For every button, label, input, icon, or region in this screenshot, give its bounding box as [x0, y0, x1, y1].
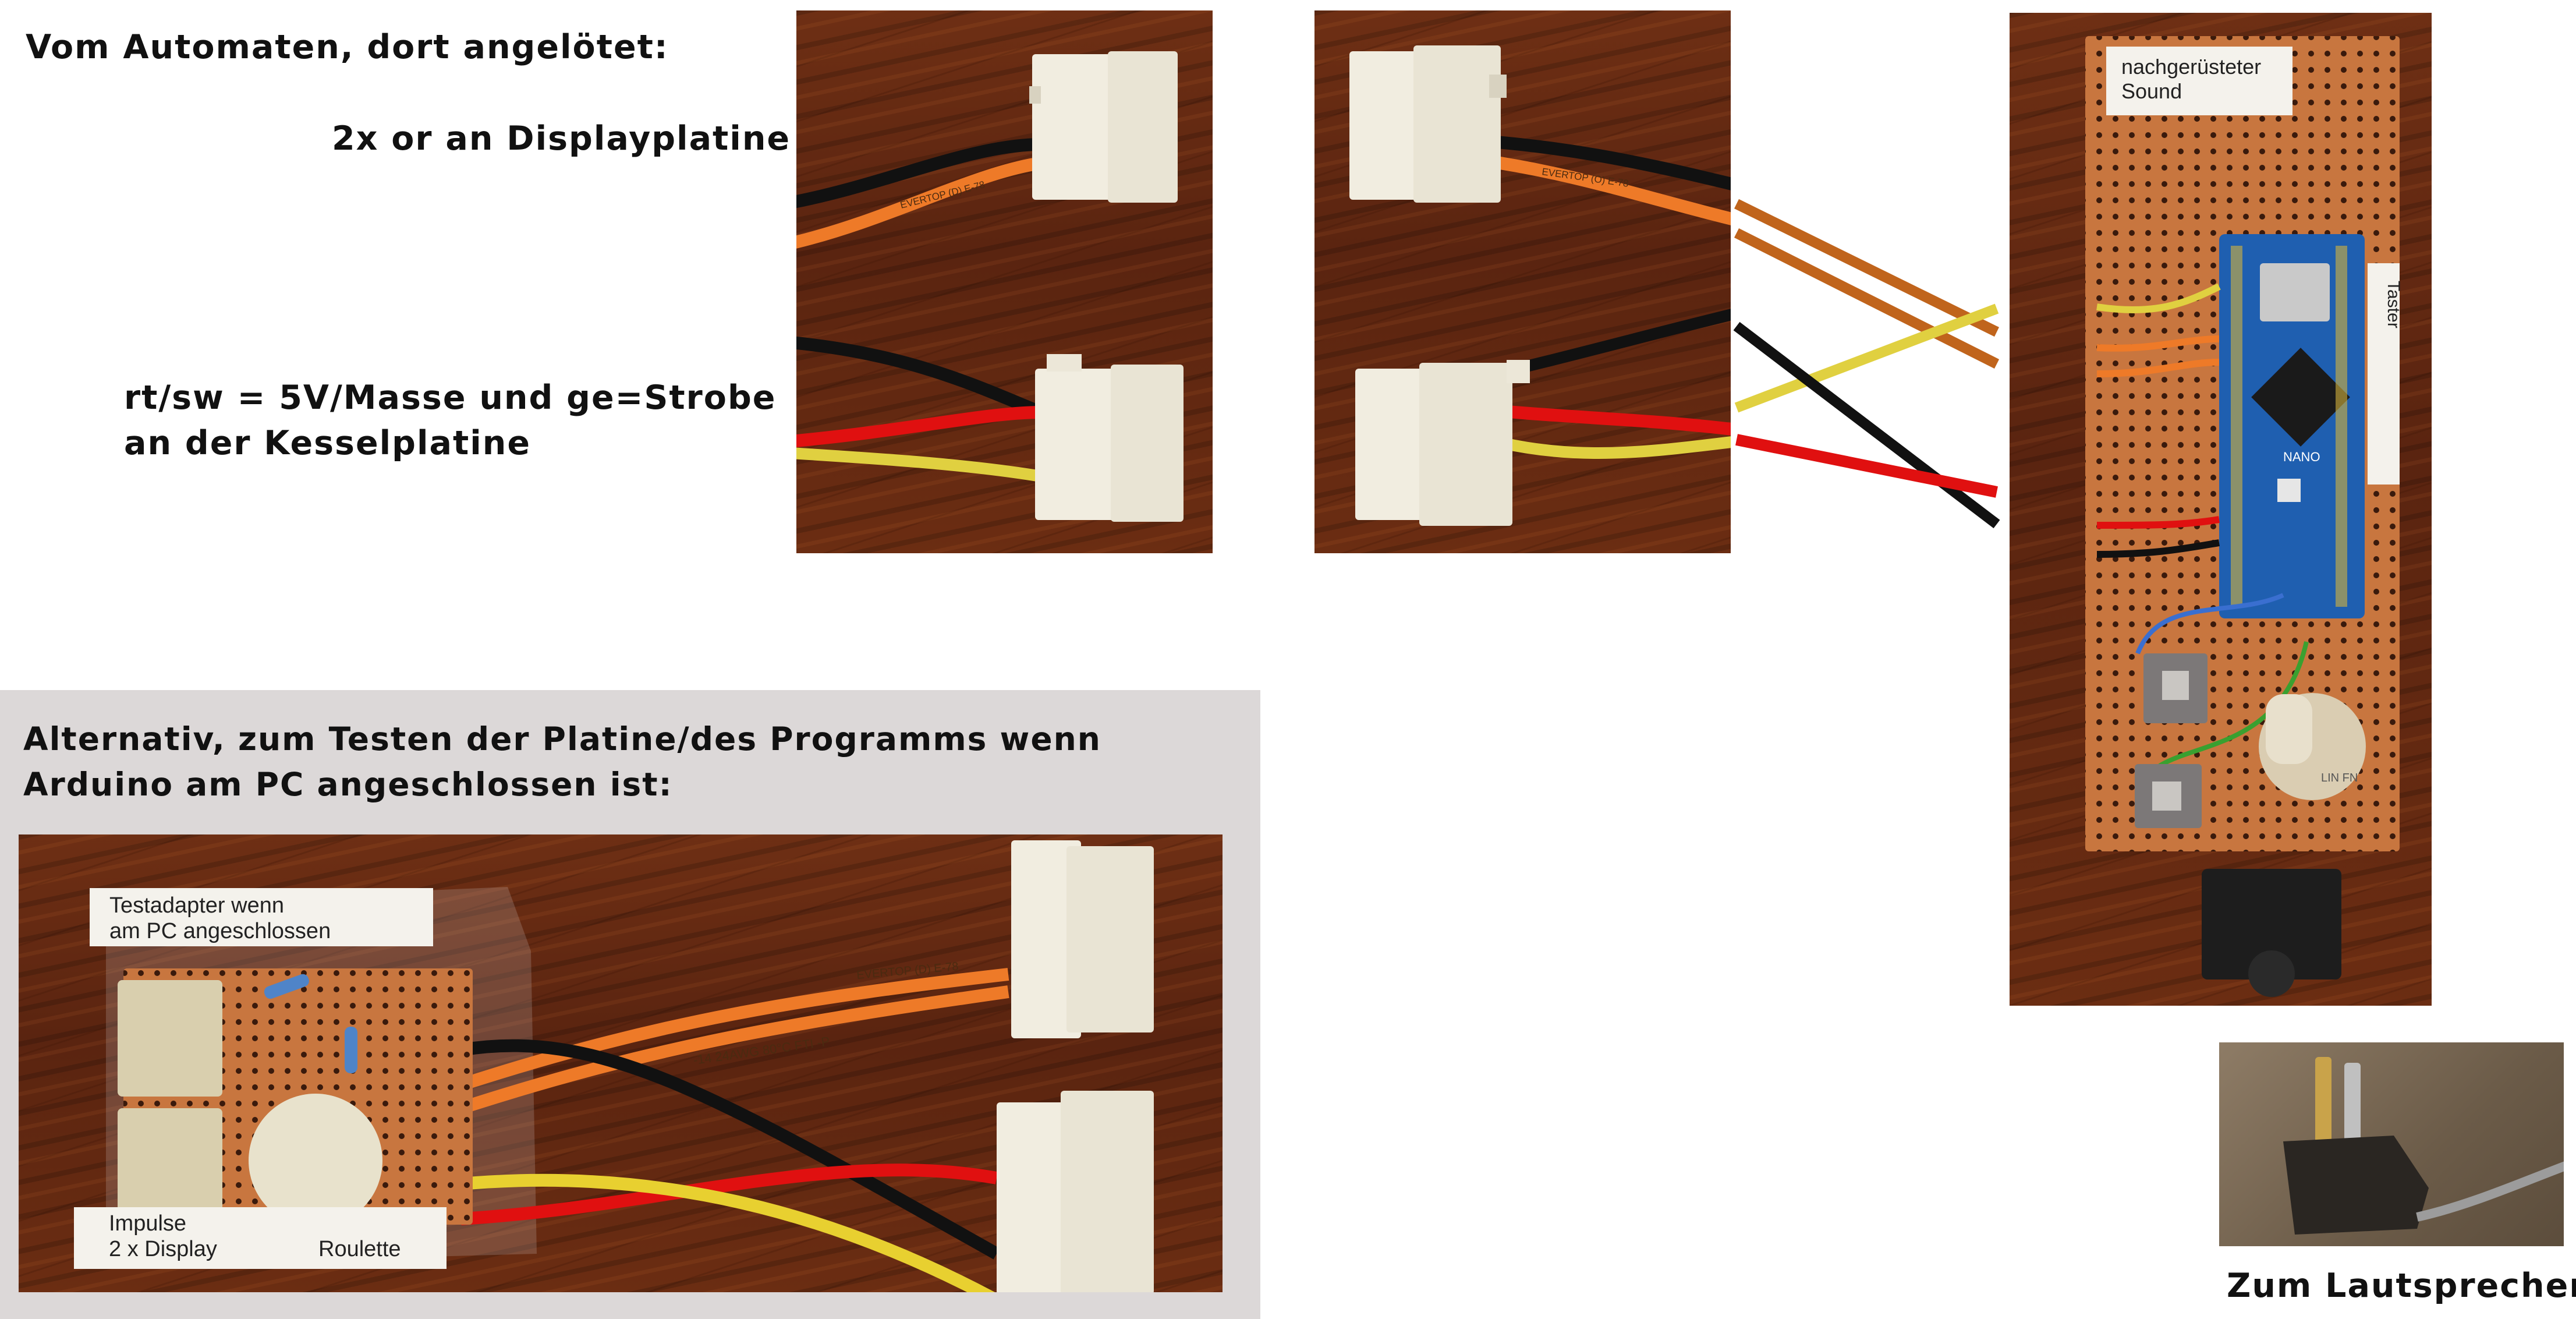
roulette-label: Roulette	[318, 1237, 401, 1261]
alternative-panel: Alternativ, zum Testen der Platine/des P…	[0, 690, 1260, 1319]
speaker-cable	[2416, 1161, 2564, 1222]
label-kessel-line2: an der Kesselplatine	[124, 424, 532, 462]
plug-pin-1	[2315, 1057, 2331, 1150]
svg-text:Taster: Taster	[2384, 281, 2403, 328]
sound-tag-line2: Sound	[2121, 79, 2182, 103]
photo-machine-connectors: EVERTOP (D) E-78	[796, 10, 1213, 553]
wire-red	[1735, 434, 1998, 498]
test-button-roulette	[249, 1094, 382, 1228]
taster-tag	[2368, 263, 2400, 485]
photo-mating-connectors: EVERTOP (O) E-78	[1314, 10, 1731, 553]
wire-orange-dark-1	[1734, 199, 1999, 337]
test-button-impulse	[118, 1108, 222, 1219]
molex-connector-top	[1029, 51, 1178, 203]
svg-text:LIN FN: LIN FN	[2321, 772, 2358, 784]
audio-jack	[2202, 869, 2341, 979]
photo-sound-board: NANO Taster LIN FN nachgerüsteter Sound	[2010, 13, 2432, 1006]
svg-text:EVERTOP (D) E-78: EVERTOP (D) E-78	[899, 179, 986, 211]
display-label: 2 x Display	[109, 1237, 217, 1261]
photo-test-adapter: -14 24AWG 80°C FTI -P EVERTOP (D) E-78 T…	[19, 834, 1223, 1292]
plug-pin-2	[2344, 1063, 2361, 1150]
wire-black	[1733, 321, 2000, 529]
test-tag-line2: am PC angeschlossen	[109, 919, 331, 943]
label-from-machine: Vom Automaten, dort angelötet:	[26, 28, 669, 66]
nano-label: NANO	[2283, 450, 2320, 464]
molex-connector-top-2	[1349, 45, 1507, 203]
sound-tag-line1: nachgerüsteter	[2121, 55, 2262, 79]
sound-tag: nachgerüsteter Sound	[2106, 47, 2292, 115]
test-connector-top	[1011, 840, 1154, 1038]
arduino-nano: NANO	[2219, 234, 2365, 618]
test-tag-line1: Testadapter wenn	[109, 893, 284, 918]
impulse-label: Impulse	[109, 1211, 187, 1236]
plug-body	[2283, 1136, 2429, 1235]
test-connector-bottom	[997, 1091, 1154, 1292]
label-display-board: 2x or an Displayplatine	[332, 119, 791, 158]
label-alt-line1: Alternativ, zum Testen der Platine/des P…	[23, 720, 1101, 758]
test-adapter-tag: Testadapter wenn am PC angeschlossen	[90, 888, 433, 946]
label-speaker: Zum Lautsprecher	[2227, 1267, 2576, 1305]
test-buttons-tag: Impulse 2 x Display Roulette	[74, 1207, 447, 1269]
label-alt-line2: Arduino am PC angeschlossen ist:	[23, 766, 673, 803]
molex-connector-bottom-2	[1355, 360, 1530, 526]
label-kessel-line1: rt/sw = 5V/Masse und ge=Strobe	[124, 379, 777, 417]
wire-orange-dark-2	[1734, 228, 2000, 369]
photo-speaker-plug	[2219, 1042, 2564, 1246]
test-button-display	[118, 980, 222, 1097]
molex-connector-bottom	[1035, 354, 1184, 522]
wire-yellow	[1734, 303, 1999, 413]
